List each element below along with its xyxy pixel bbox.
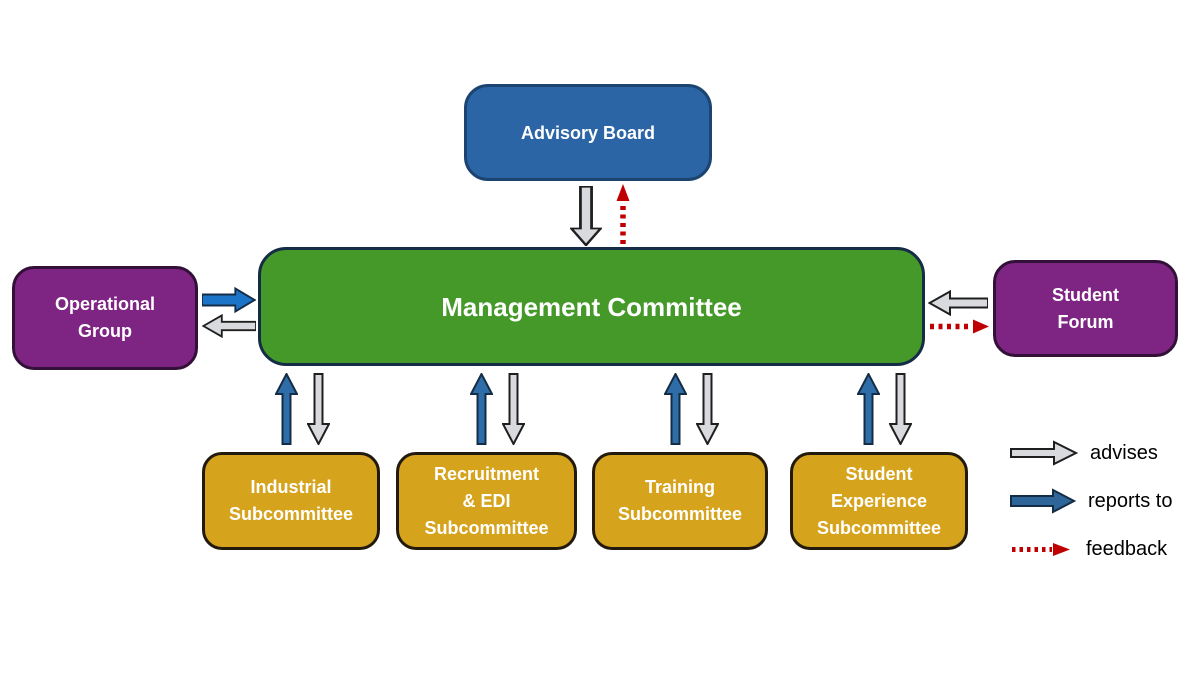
advises-arrow-icon: [1010, 440, 1079, 466]
node-industrial-subcommittee: Industrial Subcommittee: [202, 452, 380, 550]
node-advisory-board: Advisory Board: [464, 84, 712, 181]
reports-to-arrow-industrial-to-committee: [275, 373, 298, 445]
advisory-board-label: Advisory Board: [520, 122, 656, 143]
node-student-forum: Student Forum: [993, 260, 1178, 357]
recruitment-edi-subcommittee-label: Recruitment & EDI Subcommittee: [424, 463, 549, 538]
node-training-subcommittee: Training Subcommittee: [592, 452, 768, 550]
feedback-arrow-icon: [1010, 541, 1074, 558]
reports-to-arrow-experience-to-committee: [857, 373, 880, 445]
advises-arrow-committee-to-operational: [202, 314, 256, 338]
node-recruitment-edi-subcommittee: Recruitment & EDI Subcommittee: [396, 452, 577, 550]
advises-arrow-committee-to-recruitment: [502, 373, 525, 445]
student-experience-subcommittee-label: Student Experience Subcommittee: [816, 463, 942, 538]
advises-arrow-committee-to-training: [696, 373, 719, 445]
management-committee-label: Management Committee: [441, 291, 742, 322]
legend-label-advises: advises: [1090, 441, 1158, 464]
legend-label-feedback: feedback: [1086, 537, 1168, 560]
legend-label-reports-to: reports to: [1088, 489, 1173, 512]
feedback-arrow-committee-to-advisory: [616, 184, 630, 246]
reports-to-arrow-recruitment-to-committee: [470, 373, 493, 445]
node-management-committee: Management Committee: [258, 247, 925, 366]
advises-arrow-advisory-to-committee: [570, 186, 602, 246]
legend-item-reports-to: reports to: [1010, 486, 1172, 516]
node-operational-group: Operational Group: [12, 266, 198, 370]
reports-to-arrow-operational-to-committee: [202, 287, 256, 313]
advises-arrow-committee-to-industrial: [307, 373, 330, 445]
feedback-arrow-committee-to-forum: [928, 319, 990, 334]
student-forum-label: Student Forum: [1052, 284, 1119, 332]
operational-group-label: Operational Group: [54, 294, 156, 341]
advises-arrow-forum-to-committee: [928, 290, 988, 316]
legend-item-feedback: feedback: [1010, 534, 1167, 564]
reports-to-arrow-training-to-committee: [664, 373, 687, 445]
training-subcommittee-label: Training Subcommittee: [617, 477, 743, 524]
industrial-subcommittee-label: Industrial Subcommittee: [228, 477, 354, 524]
node-student-experience-subcommittee: Student Experience Subcommittee: [790, 452, 968, 550]
legend-item-advises: advises: [1010, 438, 1158, 468]
advises-arrow-committee-to-experience: [889, 373, 912, 445]
reports-to-arrow-icon: [1010, 488, 1077, 514]
